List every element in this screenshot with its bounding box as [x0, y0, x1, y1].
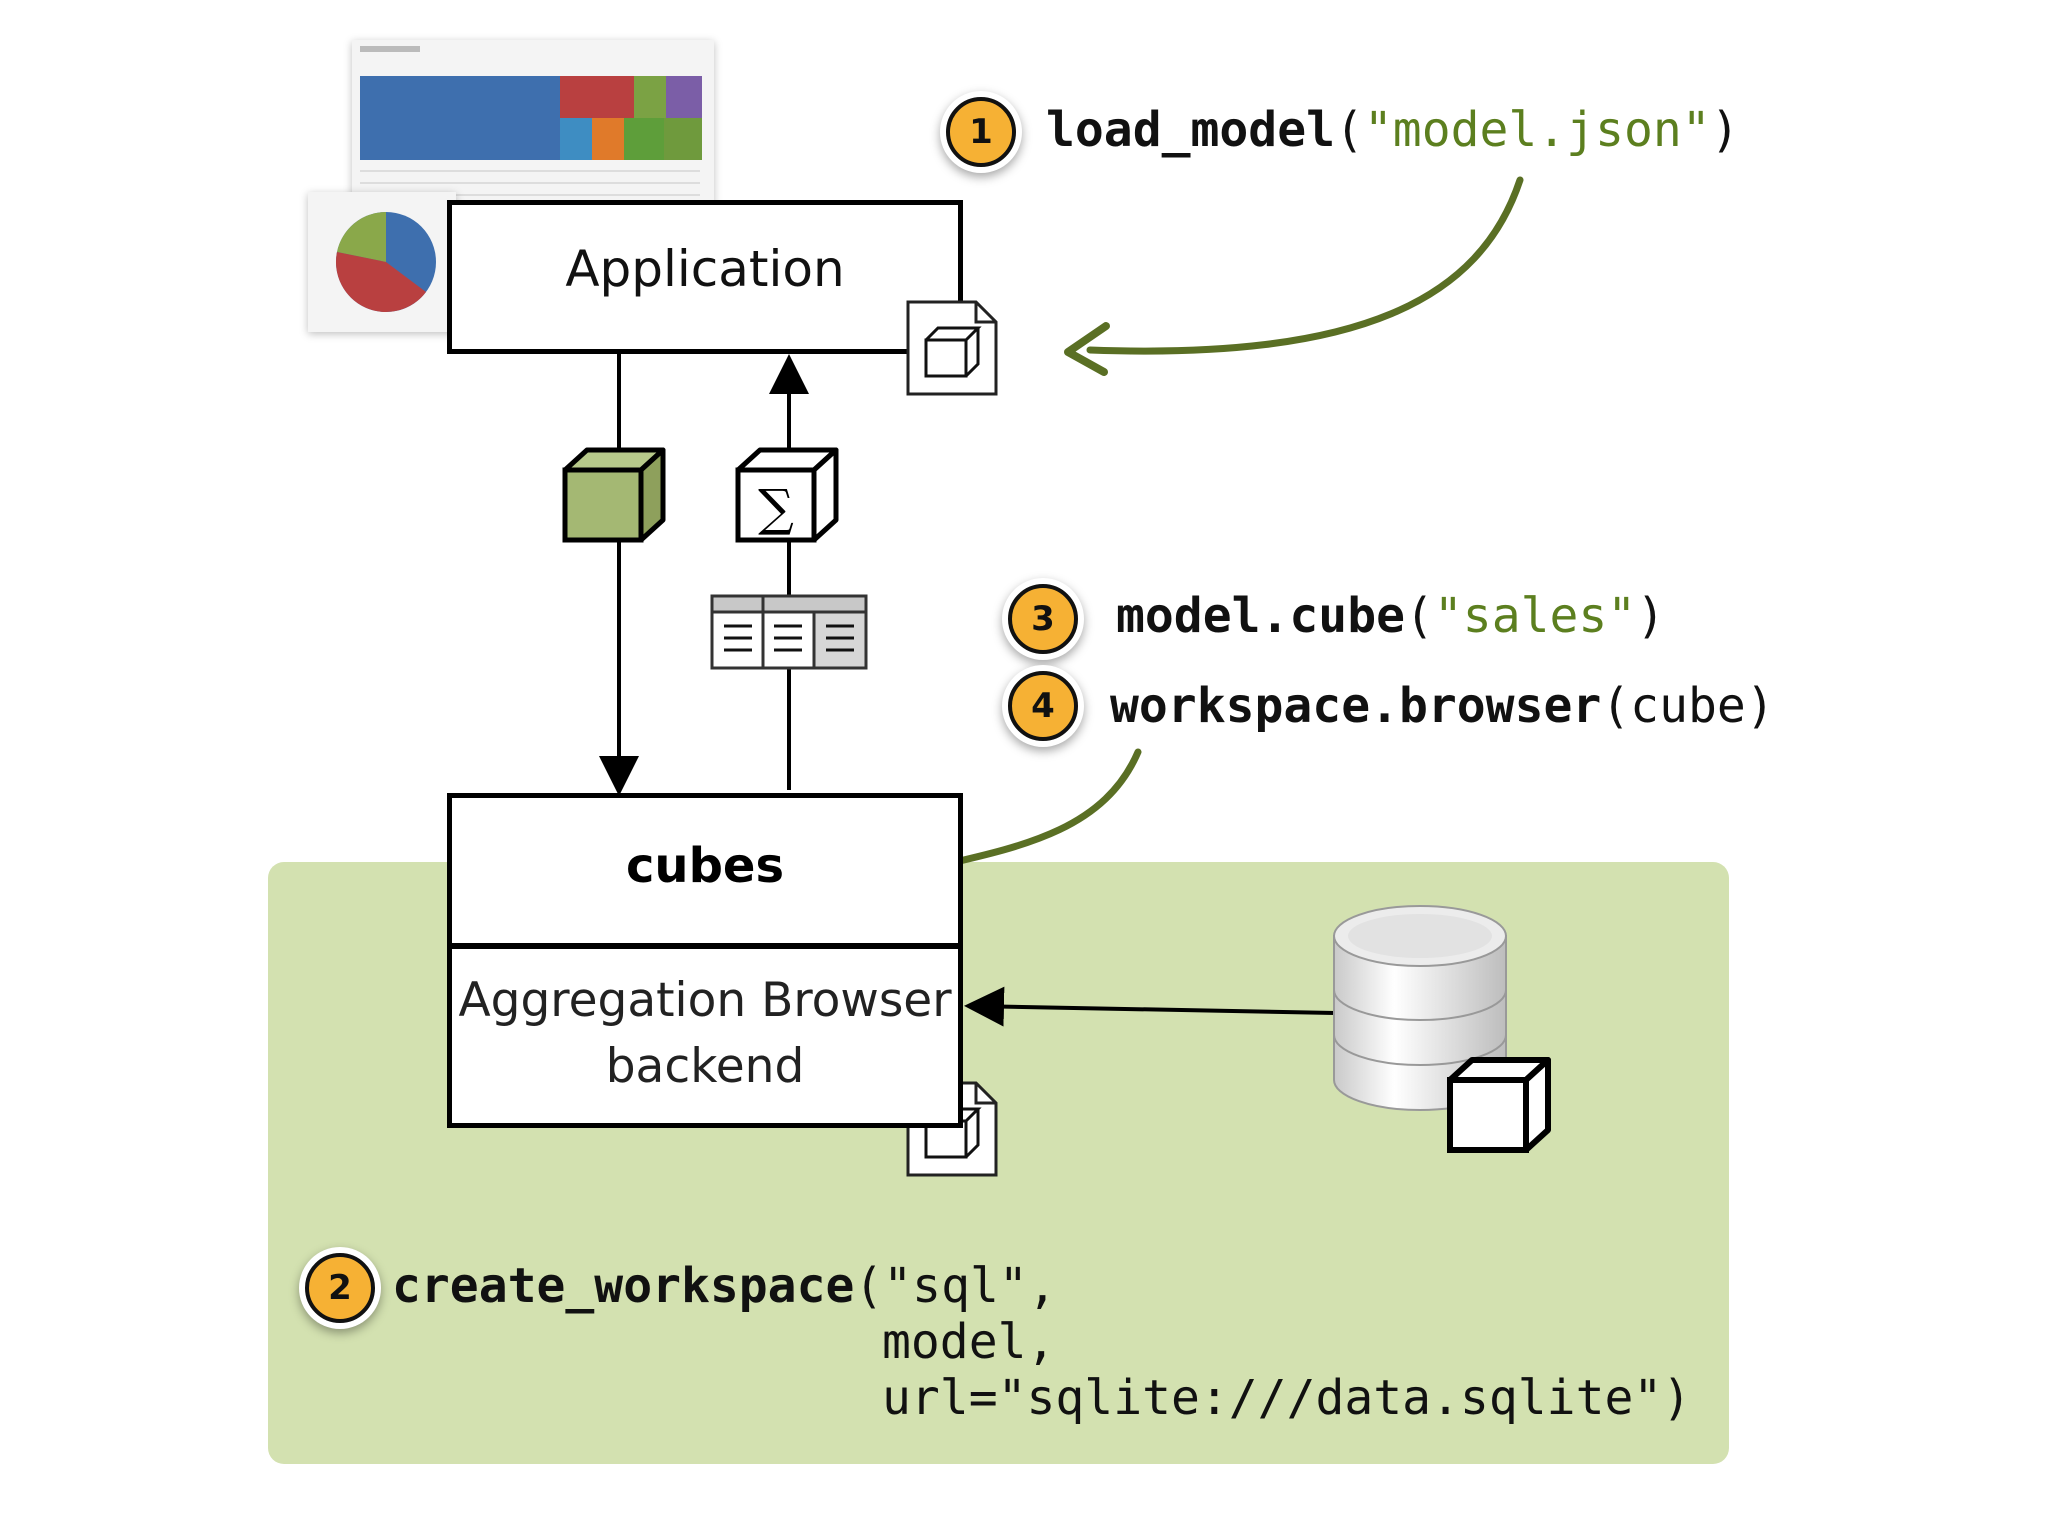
data-cube-icon: [1447, 1057, 1551, 1153]
step-1-function: load_model: [1046, 102, 1335, 158]
step-1-code: load_model("model.json"): [1046, 102, 1740, 158]
step-3-code: model.cube("sales"): [1116, 588, 1666, 644]
step-4-code: workspace.browser(cube): [1110, 678, 1775, 734]
application-label: Application: [565, 240, 845, 298]
database-arrow: [964, 986, 1336, 1027]
cube-icon: [562, 447, 666, 543]
cubes-divider: [447, 943, 963, 949]
model-document-icon: [906, 300, 998, 396]
step-1-badge: 1: [946, 97, 1016, 167]
backend-label: Aggregation Browser backend: [447, 968, 963, 1100]
step-2-function: create_workspace: [392, 1258, 855, 1314]
backend-label-line1: Aggregation Browser: [458, 973, 952, 1028]
step-4-badge: 4: [1008, 671, 1078, 741]
step-4-function: browser: [1398, 678, 1602, 734]
step-3-function: cube: [1289, 588, 1405, 644]
step-3-argument: "sales": [1433, 588, 1637, 644]
step-2-badge: 2: [305, 1253, 375, 1323]
dashboard-thumbnail: [352, 40, 714, 210]
pie-chart-thumbnail: [308, 192, 456, 332]
backend-label-line2: backend: [605, 1039, 805, 1094]
load-model-arrow: [1086, 176, 1524, 355]
pie-chart-icon: [335, 212, 436, 313]
table-icon: [710, 594, 868, 670]
application-box: [447, 200, 963, 354]
step-2-code: create_workspace("sql",model,url="sqlite…: [392, 1258, 1692, 1426]
step-1-argument: "model.json": [1363, 102, 1711, 158]
cubes-box: [447, 793, 963, 1128]
aggregation-cube-icon: ∑: [735, 447, 839, 543]
cubes-title: cubes: [625, 838, 785, 894]
svg-text:∑: ∑: [758, 479, 794, 537]
step-3-badge: 3: [1008, 584, 1078, 654]
